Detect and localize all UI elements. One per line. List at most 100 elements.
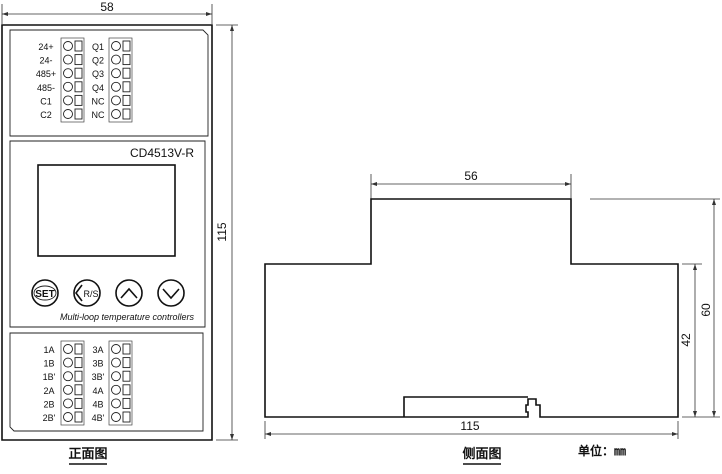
terminal-label: 3B' (92, 372, 105, 382)
model-label: CD4513V-R (130, 146, 194, 160)
top-terminal-panel (9, 29, 209, 137)
side-right-outer-label: 60 (699, 303, 713, 317)
terminal-label: Q2 (92, 56, 104, 66)
arrow-up (712, 199, 716, 205)
arrow-down (230, 434, 234, 440)
side-caption: 侧面图 (462, 446, 501, 461)
din-rail-slot (403, 396, 528, 417)
terminal-screw-icon (63, 109, 73, 119)
terminal-label: 485+ (36, 69, 56, 79)
terminal-screw-icon (63, 54, 73, 65)
terminal-label: 3A (92, 345, 103, 355)
set-button[interactable]: SET (31, 279, 59, 307)
terminal-screw-icon (111, 344, 121, 354)
terminal-column-frame (108, 37, 133, 123)
terminal-slot-icon (122, 40, 131, 52)
terminal-screw-icon (63, 384, 73, 395)
terminal-label: 4A (92, 386, 103, 396)
terminal-label: 1B' (43, 372, 56, 382)
terminal-slot-icon (74, 54, 83, 66)
up-button[interactable] (115, 279, 143, 307)
unit-label: 单位：㎜ (578, 443, 626, 458)
down-button[interactable] (157, 279, 185, 307)
terminal-label: 4B' (92, 413, 105, 423)
side-right-inner-label: 42 (679, 333, 693, 347)
terminal-slot-icon (122, 411, 131, 423)
side-view: 56 42 60 115 侧面图 (264, 169, 720, 465)
terminal-slot-icon (122, 94, 131, 106)
terminal-screw-icon (111, 109, 121, 119)
terminal-column-frame (60, 340, 85, 426)
terminal-screw-icon (63, 68, 73, 79)
terminal-slot-icon (74, 411, 83, 423)
arrow-down (712, 411, 716, 417)
terminal-label: C1 (40, 96, 52, 106)
terminal-label: 2B (43, 399, 54, 409)
arrow-down (693, 411, 697, 417)
terminal-label: 24+ (38, 42, 53, 52)
arrow-left (2, 12, 8, 16)
terminal-column-frame (108, 340, 133, 426)
terminal-slot-icon (74, 384, 83, 396)
terminal-slot-icon (74, 108, 83, 120)
side-top-label: 56 (464, 169, 478, 183)
terminal-screw-icon (111, 412, 121, 422)
terminal-slot-icon (74, 370, 83, 382)
terminal-slot-icon (122, 81, 131, 93)
chevron-left-icon (75, 284, 83, 302)
terminal-slot-icon (122, 54, 131, 66)
arrow-left (265, 432, 271, 436)
terminal-screw-icon (63, 41, 73, 51)
lcd-screen (37, 164, 176, 257)
terminal-screw-icon (111, 41, 121, 51)
terminal-screw-icon (63, 344, 73, 354)
terminal-label: C2 (40, 110, 52, 120)
terminal-slot-icon (74, 357, 83, 369)
side-profile-outline (264, 198, 679, 418)
terminal-label: 1A (43, 345, 54, 355)
terminal-screw-icon (111, 54, 121, 65)
front-width-label: 58 (100, 0, 114, 14)
terminal-label: 1B (43, 359, 54, 369)
rs-button[interactable]: R/S (73, 279, 101, 307)
terminal-label: 3B (92, 359, 103, 369)
terminal-slot-icon (122, 384, 131, 396)
bottom-terminal-panel (9, 332, 204, 432)
arrow-up (693, 264, 697, 270)
terminal-slot-icon (74, 397, 83, 409)
rs-button-label: R/S (83, 289, 98, 299)
front-caption: 正面图 (68, 446, 107, 461)
terminal-screw-icon (111, 398, 121, 409)
terminal-label: NC (92, 96, 105, 106)
terminal-slot-icon (74, 94, 83, 106)
terminal-slot-icon (74, 81, 83, 93)
chevron-up-icon (120, 287, 138, 299)
terminal-screw-icon (63, 371, 73, 382)
terminal-slot-icon (122, 343, 131, 355)
terminal-label: 2A (43, 386, 54, 396)
terminal-screw-icon (63, 412, 73, 422)
arrow-right (672, 432, 678, 436)
terminal-screw-icon (111, 357, 121, 368)
set-button-label: SET (35, 289, 54, 300)
terminal-slot-icon (122, 370, 131, 382)
terminal-column-frame (60, 37, 85, 123)
chevron-down-icon (162, 288, 180, 300)
arrow-up (230, 25, 234, 31)
terminal-label: Q3 (92, 69, 104, 79)
arrow-right (565, 182, 571, 186)
arrow-right (206, 12, 212, 16)
display-panel (9, 140, 206, 328)
terminal-slot-icon (74, 343, 83, 355)
terminal-slot-icon (74, 67, 83, 79)
subtitle-label: Multi-loop temperature controllers (60, 312, 195, 322)
terminal-label: 2B' (43, 413, 56, 423)
terminal-label: NC (92, 110, 105, 120)
terminal-screw-icon (111, 81, 121, 92)
terminal-slot-icon (122, 67, 131, 79)
